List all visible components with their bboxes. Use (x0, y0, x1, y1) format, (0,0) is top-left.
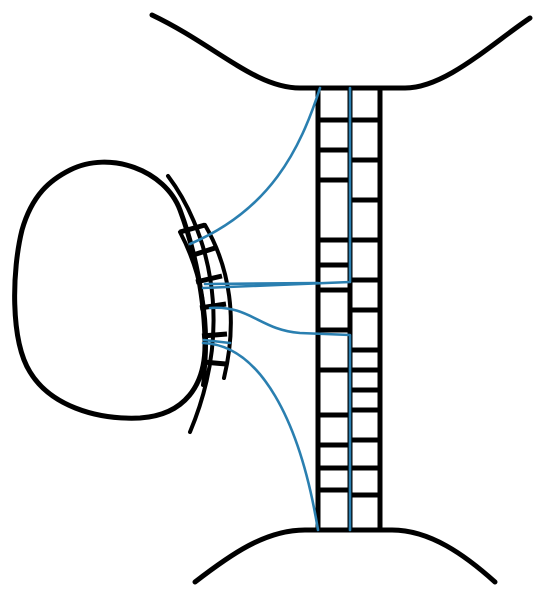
fiber-3 (208, 306, 352, 532)
fiber-4 (201, 341, 320, 532)
fiber-bundle (188, 86, 352, 532)
tract-right-rungs (350, 117, 380, 498)
fiber-6 (202, 338, 232, 345)
band-segment (202, 359, 227, 367)
top-arch (149, 12, 533, 91)
fiber-2 (201, 86, 352, 290)
band-segments (179, 222, 228, 367)
cell-body-lobe (12, 159, 208, 421)
bottom-arch (192, 527, 498, 585)
band-segment (199, 301, 227, 311)
band-segment (189, 245, 216, 259)
fiber-5 (203, 281, 320, 286)
band-segment (201, 331, 228, 339)
band-outer-edge (203, 223, 233, 380)
band-segment (195, 273, 223, 285)
tract-left-rungs (318, 117, 350, 493)
fiber-1 (188, 86, 322, 246)
band-segment (179, 222, 206, 235)
side-segment-band (166, 174, 233, 434)
